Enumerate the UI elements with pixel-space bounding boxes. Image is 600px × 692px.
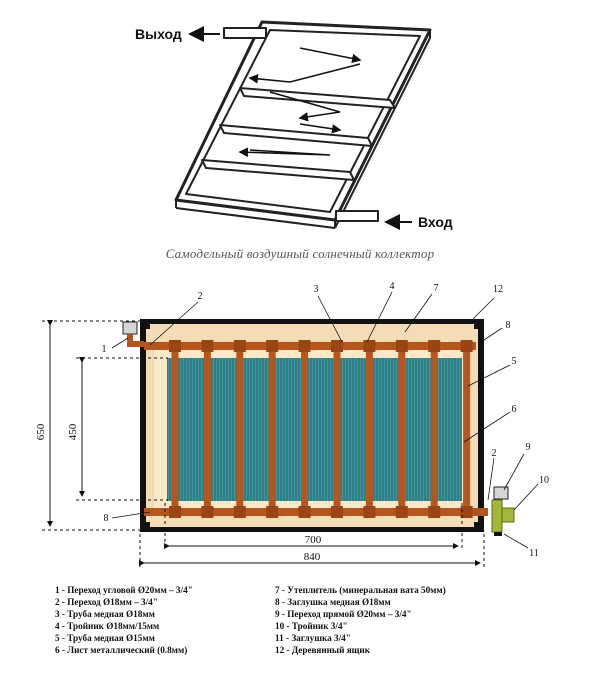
legend-item: 8 - Заглушка медная Ø18мм (275, 597, 391, 608)
callout-numbers: 1 2 3 4 7 12 8 5 6 2 9 10 11 8 (102, 281, 550, 559)
dim-width-inner: 700 (305, 534, 322, 546)
callout-3: 3 (314, 284, 319, 295)
tee-fitting (428, 340, 441, 352)
tee-fitting (395, 506, 408, 518)
riser-pipe (171, 346, 179, 512)
tee-fitting (298, 506, 311, 518)
callout-leaders (111, 291, 539, 549)
tee-fitting (233, 506, 246, 518)
legend-item: 7 - Утеплитель (минеральная вата 50мм) (275, 585, 446, 595)
legend-item: 5 - Труба медная Ø15мм (55, 633, 155, 644)
tee-fitting (169, 506, 181, 518)
bottom-header-pipe (144, 508, 488, 516)
legend-item: 12 - Деревянный ящик (275, 645, 371, 656)
air-flow-arrows (238, 47, 362, 158)
callout-9: 9 (526, 442, 531, 453)
callout-11: 11 (529, 548, 539, 559)
tee-fitting (169, 340, 181, 352)
riser-pipe (301, 346, 309, 512)
dim-height-inner: 450 (67, 423, 79, 440)
legend-item: 3 - Труба медная Ø18мм (55, 609, 155, 620)
callout-6: 6 (512, 404, 517, 415)
corner-block (474, 522, 484, 532)
riser-pipe (268, 346, 276, 512)
riser-pipe (398, 346, 406, 512)
riser-pipe (365, 346, 373, 512)
tee-fitting (363, 506, 376, 518)
dim-width-total: 840 (304, 551, 321, 563)
callout-2-right: 2 (492, 448, 497, 459)
tee-fitting (460, 506, 473, 518)
tee-fitting (233, 340, 246, 352)
tee-fitting (266, 340, 279, 352)
legend-item: 4 - Тройник Ø18мм/15мм (55, 621, 160, 632)
callout-2: 2 (198, 291, 203, 302)
inlet-label: Вход (418, 214, 453, 230)
tee-fitting (460, 340, 473, 352)
riser-pipe (203, 346, 211, 512)
absorber-sheet (167, 358, 462, 501)
tee-fitting (266, 506, 279, 518)
legend-right: 7 - Утеплитель (минеральная вата 50мм) 8… (275, 584, 446, 657)
tee-fitting (201, 340, 214, 352)
legend-item: 6 - Лист металлический (0.8мм) (55, 645, 188, 656)
riser-pipes (171, 346, 471, 512)
callout-1: 1 (102, 344, 107, 355)
tee-fitting (331, 506, 343, 518)
callout-8-top: 8 (506, 320, 511, 331)
callout-8-bottom: 8 (104, 513, 109, 524)
legend-item: 10 - Тройник 3/4" (275, 621, 348, 632)
figure-caption: Самодельный воздушный солнечный коллекто… (165, 246, 435, 261)
inlet-fitting (122, 321, 144, 347)
legend-item: 9 - Переход прямой Ø20мм – 3/4" (275, 609, 412, 620)
tee-fitting (363, 340, 376, 352)
outlet-indicator: Выход (135, 26, 220, 42)
riser-pipe (430, 346, 438, 512)
corner-block (140, 522, 150, 532)
riser-pipe (333, 346, 341, 512)
tee-fitting (298, 340, 311, 352)
outlet-label: Выход (135, 26, 182, 42)
outlet-fittings (491, 486, 515, 536)
dimension-lines (42, 320, 485, 568)
legend-item: 11 - Заглушка 3/4" (275, 633, 351, 644)
inlet-indicator: Вход (384, 214, 453, 230)
callout-12: 12 (493, 284, 503, 295)
corner-block (474, 319, 484, 329)
callout-7: 7 (434, 283, 439, 294)
tee-fitting (428, 506, 441, 518)
callout-4: 4 (390, 281, 395, 292)
legend-item: 1 - Переход угловой Ø20мм – 3/4" (55, 585, 193, 595)
callout-5: 5 (512, 356, 517, 367)
tee-fitting (395, 340, 408, 352)
dim-height-total: 650 (35, 423, 47, 440)
tee-fittings (169, 340, 473, 518)
legend-left: 1 - Переход угловой Ø20мм – 3/4" 2 - Пер… (55, 584, 193, 657)
tee-fitting (331, 340, 343, 352)
collector-sketch (174, 20, 432, 229)
legend-item: 2 - Переход Ø18мм – 3/4" (55, 597, 158, 608)
corner-block (140, 319, 150, 329)
riser-pipe (463, 346, 471, 512)
riser-pipe (236, 346, 244, 512)
callout-10: 10 (539, 475, 549, 486)
tee-fitting (201, 506, 214, 518)
